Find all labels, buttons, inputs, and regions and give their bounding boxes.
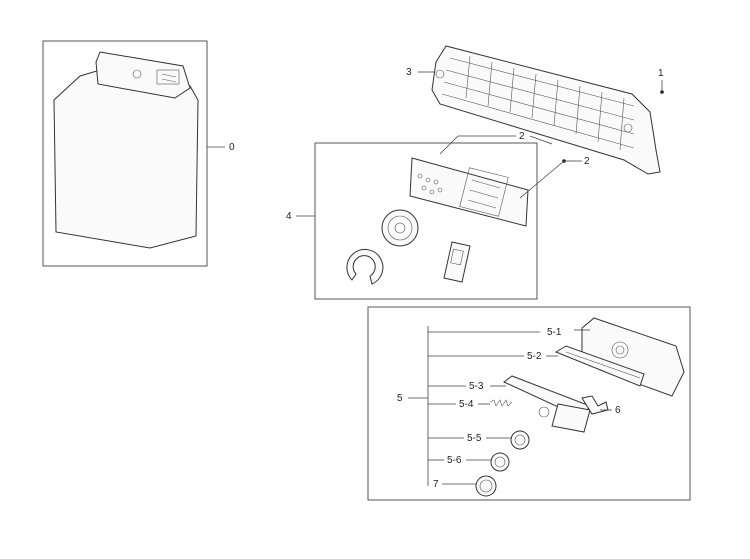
callout-2a-label: 2 <box>519 131 525 142</box>
callout-5-5-label: 5-5 <box>467 433 482 444</box>
callout-5-1: 5-1 <box>428 327 590 338</box>
control-panel-back-part[interactable] <box>431 45 661 175</box>
callout-5-6-label: 5-6 <box>447 455 462 466</box>
callout-7: 7 <box>433 479 476 490</box>
callout-2b: 2 <box>519 156 590 199</box>
rotary-encoder-part[interactable] <box>381 209 419 247</box>
callout-5-3-label: 5-3 <box>469 381 484 392</box>
callout-4-label: 4 <box>286 211 292 222</box>
knob-part[interactable] <box>475 475 497 497</box>
callout-5-6: 5-6 <box>428 455 492 466</box>
callout-5-leader: 5 <box>397 326 429 486</box>
callout-5-2-label: 5-2 <box>527 351 542 362</box>
spring-part[interactable] <box>489 399 513 407</box>
callout-5-4: 5-4 <box>428 399 490 410</box>
panel-window-part[interactable] <box>503 375 591 433</box>
callout-4: 4 <box>286 211 315 222</box>
bracket-part[interactable] <box>581 395 609 415</box>
encoder-ring-part[interactable] <box>346 248 384 285</box>
pcb-assembly-part[interactable] <box>409 157 529 227</box>
callout-5-4-label: 5-4 <box>459 399 474 410</box>
callout-1-label: 1 <box>658 68 664 79</box>
callout-7-label: 7 <box>433 479 439 490</box>
knob-gear-part[interactable] <box>490 452 510 472</box>
group-0-frame <box>42 40 208 267</box>
callout-2b-label: 2 <box>584 156 590 167</box>
group-5-frame <box>367 306 691 501</box>
callout-6-label: 6 <box>615 405 621 416</box>
callout-5-3: 5-3 <box>428 381 506 392</box>
callout-1: 1 <box>658 68 664 94</box>
panel-frame-part[interactable] <box>554 345 645 387</box>
display-module-part[interactable] <box>443 241 471 283</box>
callout-2a: 2 <box>439 131 553 155</box>
knob-ring-part[interactable] <box>510 430 530 450</box>
callout-3: 3 <box>406 67 434 78</box>
washer-cabinet-part[interactable] <box>53 51 199 249</box>
callout-5-label: 5 <box>397 393 403 404</box>
callout-5-1-label: 5-1 <box>547 327 562 338</box>
callout-0-label: 0 <box>229 142 235 153</box>
callout-5-2: 5-2 <box>428 351 558 362</box>
callout-6: 6 <box>600 405 621 416</box>
callout-0: 0 <box>207 142 235 153</box>
callout-5-5: 5-5 <box>428 433 512 444</box>
group-4-frame <box>314 142 538 300</box>
callout-3-label: 3 <box>406 67 412 78</box>
